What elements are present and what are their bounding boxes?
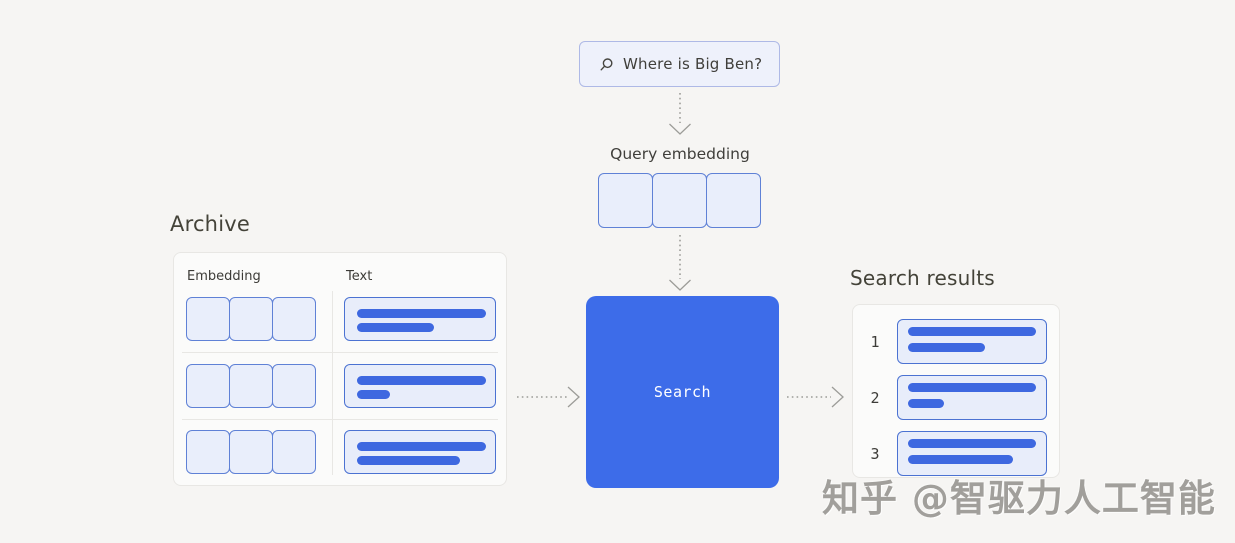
embedding-cell xyxy=(706,173,761,228)
text-line-bar xyxy=(908,455,1013,464)
archive-col-text: Text xyxy=(346,269,373,284)
embedding-cell xyxy=(186,363,230,408)
archive-row xyxy=(186,297,496,341)
query-embedding-cells xyxy=(598,173,761,228)
embedding-cell xyxy=(272,297,316,341)
query-box: Where is Big Ben? xyxy=(579,41,780,87)
text-line-bar xyxy=(908,343,985,352)
search-results-title: Search results xyxy=(850,266,995,290)
result-text-block xyxy=(897,319,1047,364)
embedding-cell xyxy=(229,297,273,341)
row-divider xyxy=(182,352,498,353)
archive-embedding-cells xyxy=(186,430,316,474)
text-line-bar xyxy=(357,375,486,385)
watermark: 知乎 @智驱力人工智能 xyxy=(822,477,1216,520)
arrow-right-icon xyxy=(517,386,580,408)
archive-text-block xyxy=(344,363,496,408)
query-embedding-label: Query embedding xyxy=(610,145,750,163)
embedding-cell xyxy=(186,430,230,474)
text-line-bar xyxy=(908,399,944,408)
result-rank: 2 xyxy=(870,388,880,407)
archive-text-block xyxy=(344,430,496,474)
archive-panel: Embedding Text xyxy=(173,252,507,486)
text-line-bar xyxy=(357,309,486,318)
embedding-cell xyxy=(598,173,653,228)
embedding-cell xyxy=(272,430,316,474)
arrow-down-icon xyxy=(669,93,691,135)
text-line-bar xyxy=(357,323,434,332)
text-line-bar xyxy=(908,439,1036,448)
result-row: 2 xyxy=(853,375,1059,420)
query-text: Where is Big Ben? xyxy=(623,55,763,73)
arrow-right-icon xyxy=(787,386,844,408)
magnifier-icon xyxy=(600,57,613,71)
search-results-panel: 1 2 3 xyxy=(852,304,1060,478)
text-line-bar xyxy=(357,442,486,451)
column-divider xyxy=(332,291,333,475)
embedding-cell xyxy=(229,363,273,408)
result-rank: 3 xyxy=(870,444,880,463)
text-line-bar xyxy=(357,456,460,465)
embedding-cell xyxy=(186,297,230,341)
result-row: 1 xyxy=(853,319,1059,364)
archive-text-block xyxy=(344,297,496,341)
archive-row xyxy=(186,363,496,408)
arrow-down-icon xyxy=(669,235,691,291)
search-label: Search xyxy=(653,383,712,401)
embedding-cell xyxy=(652,173,707,228)
row-divider xyxy=(182,419,498,420)
search-box: Search xyxy=(586,296,779,488)
archive-row xyxy=(186,430,496,474)
embedding-cell xyxy=(229,430,273,474)
embedding-cell xyxy=(272,363,316,408)
text-line-bar xyxy=(908,327,1036,336)
archive-col-embedding: Embedding xyxy=(187,269,261,284)
result-text-block xyxy=(897,375,1047,420)
text-line-bar xyxy=(908,383,1036,392)
result-rank: 1 xyxy=(870,332,880,351)
archive-embedding-cells xyxy=(186,363,316,408)
text-line-bar xyxy=(357,389,390,399)
archive-embedding-cells xyxy=(186,297,316,341)
result-text-block xyxy=(897,431,1047,476)
result-row: 3 xyxy=(853,431,1059,476)
archive-title: Archive xyxy=(170,212,250,236)
